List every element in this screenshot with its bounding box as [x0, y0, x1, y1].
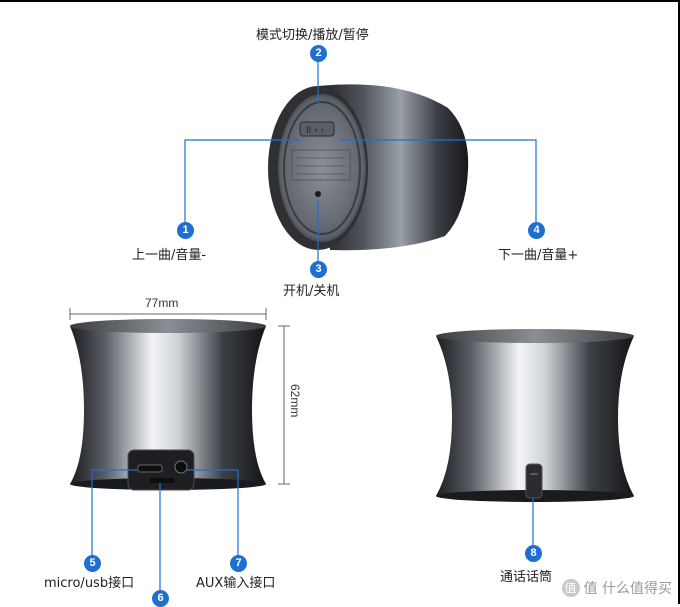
badge-3: 3 — [310, 261, 327, 278]
badge-7: 7 — [230, 555, 247, 572]
label-aux: AUX输入接口 — [196, 576, 276, 591]
speaker-back-view — [436, 329, 634, 502]
badge-2: 2 — [310, 45, 327, 62]
watermark: 值 值 什么值得买 — [561, 578, 672, 598]
dimension-lines — [69, 308, 290, 485]
label-power: 开机/关机 — [283, 284, 340, 299]
watermark-text: 值 什么值得买 — [583, 581, 672, 597]
top-border — [0, 0, 680, 2]
label-next: 下一曲/音量+ — [498, 248, 579, 263]
badge-6: 6 — [152, 590, 169, 607]
label-prev: 上一曲/音量- — [132, 248, 207, 263]
badge-8: 8 — [525, 545, 542, 562]
svg-text:II ‹ ›: II ‹ › — [306, 126, 324, 136]
badge-5: 5 — [84, 555, 101, 572]
dimension-height: 62mm — [288, 384, 302, 418]
dimension-width: 77mm — [145, 296, 179, 310]
speaker-front-view — [70, 319, 266, 491]
label-micro-usb: micro/usb接口 — [44, 576, 135, 591]
watermark-logo-icon: 值 — [561, 579, 580, 597]
badge-1: 1 — [177, 222, 194, 239]
speaker-top-view: II ‹ › — [268, 84, 469, 251]
leader-lines — [91, 62, 537, 592]
label-mic: 通话话筒 — [500, 570, 553, 585]
badge-4: 4 — [528, 222, 545, 239]
label-mode: 模式切换/播放/暂停 — [256, 28, 369, 43]
right-border — [678, 0, 680, 604]
